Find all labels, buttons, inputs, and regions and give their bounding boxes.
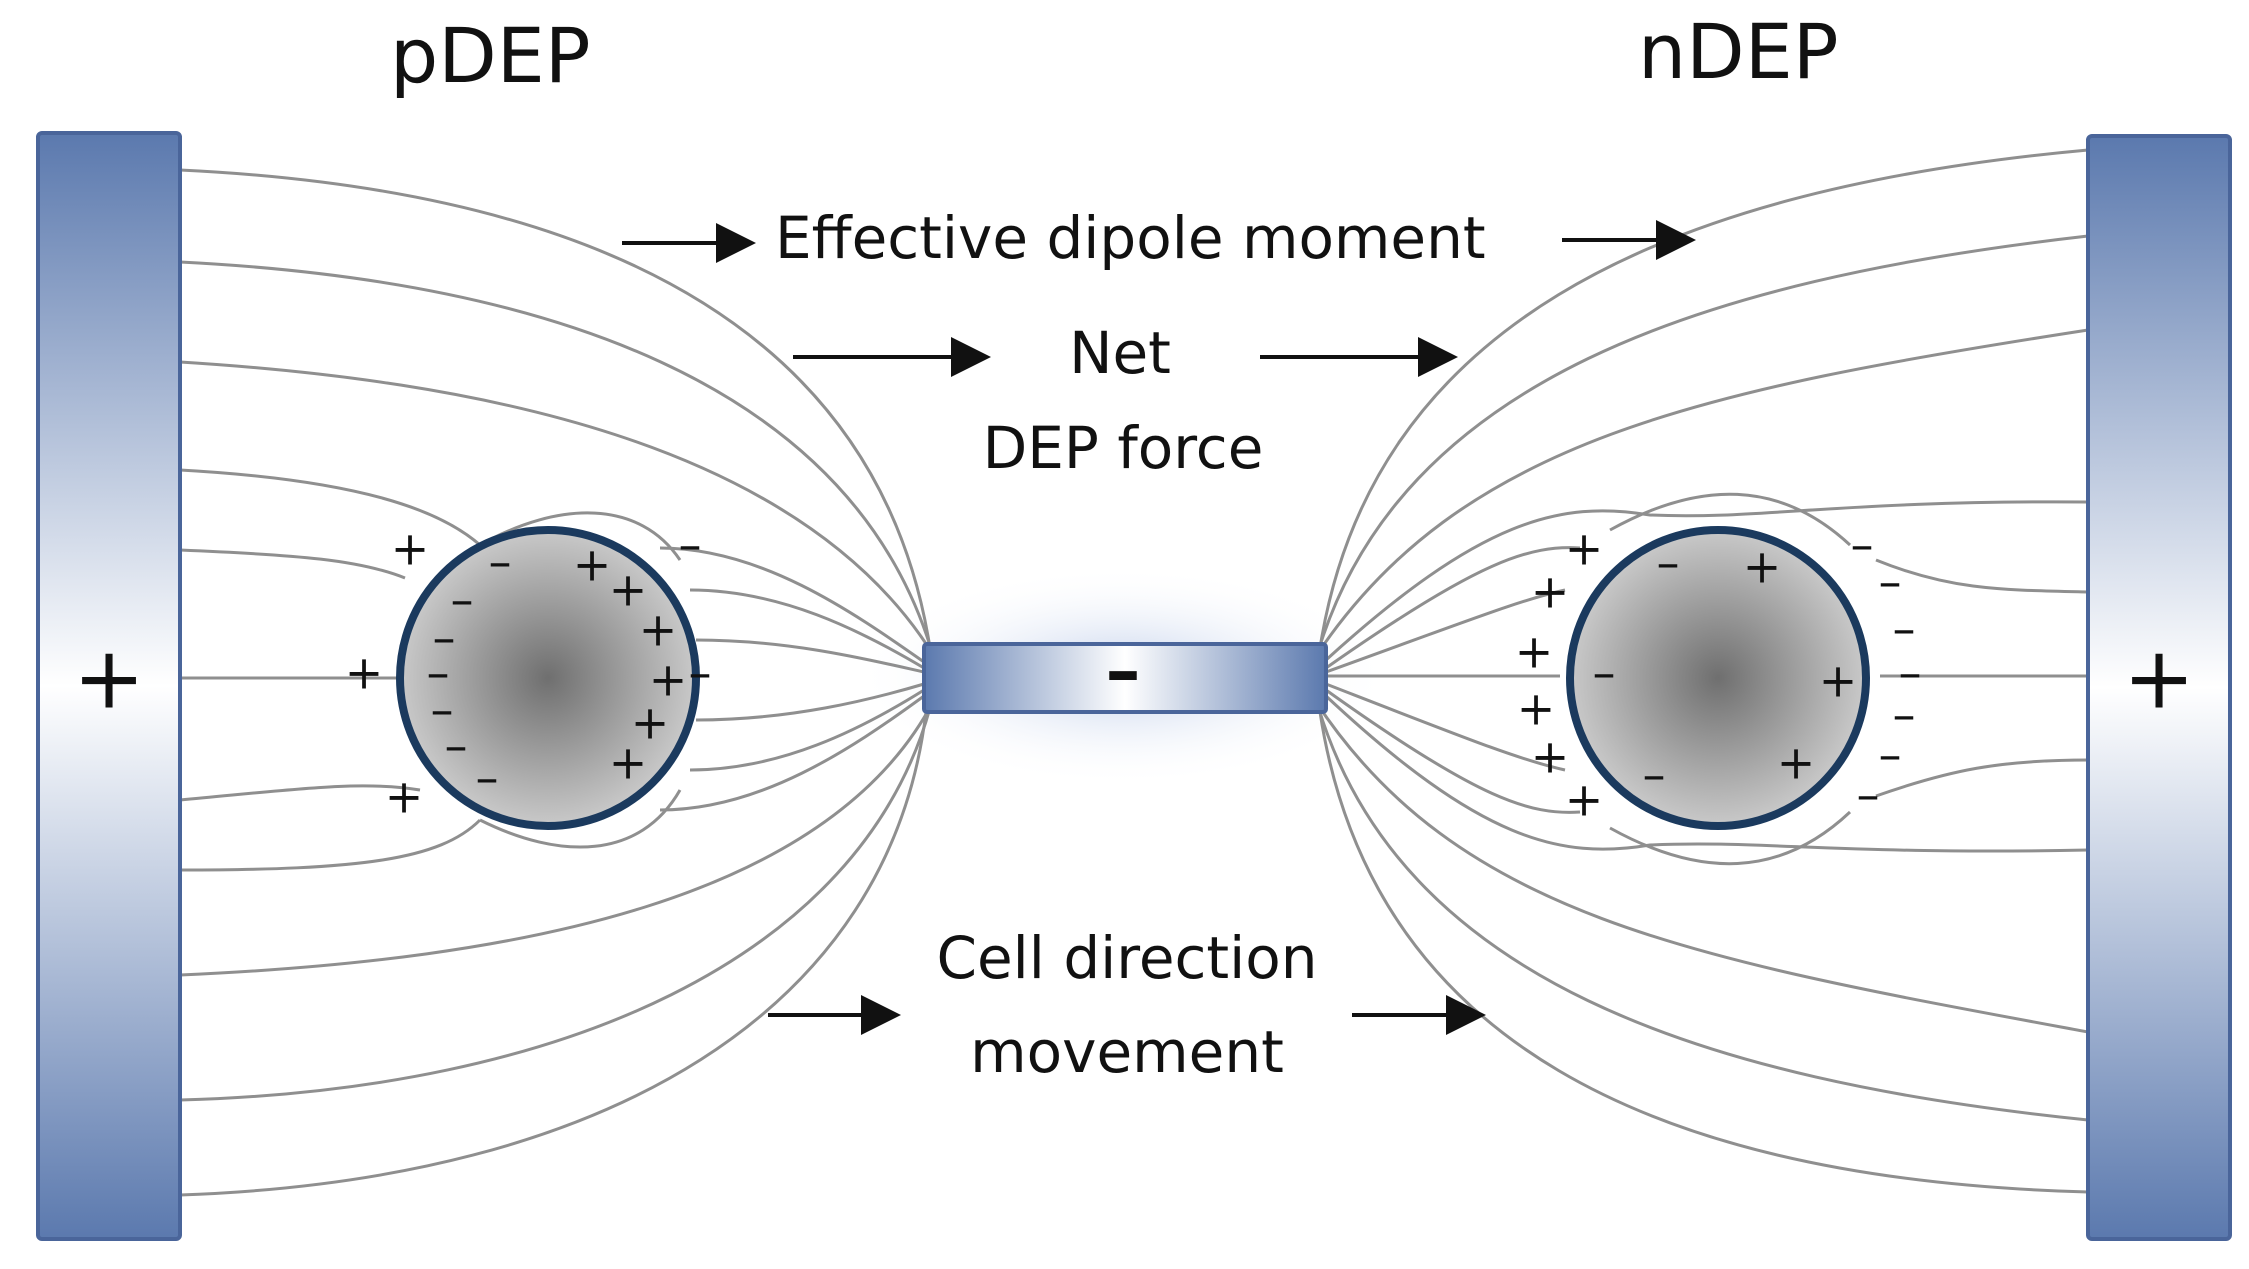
field-line-left-11 bbox=[659, 546, 925, 664]
pdep-inner-charge: + bbox=[639, 603, 678, 657]
field-line-left-5 bbox=[179, 784, 421, 802]
field-line-right-15 bbox=[1875, 758, 2089, 798]
field-line-left-7 bbox=[179, 699, 936, 977]
ndep-outer-charge: + bbox=[1531, 730, 1570, 784]
ndep-outer-charge: – bbox=[1893, 688, 1916, 742]
field-line-left-8 bbox=[179, 707, 932, 1102]
net-label: Net bbox=[1069, 319, 1171, 387]
pdep-inner-charge: + bbox=[631, 696, 670, 750]
left-electrode-sign: + bbox=[73, 628, 145, 728]
right-electrode bbox=[2086, 134, 2232, 1241]
field-line-left-0 bbox=[179, 168, 932, 649]
movement-label: movement bbox=[970, 1018, 1284, 1086]
field-line-left-2 bbox=[179, 360, 936, 657]
pdep-inner-charge: – bbox=[431, 683, 454, 737]
field-line-right-3 bbox=[1324, 500, 2089, 662]
field-line-right-5 bbox=[1325, 588, 1566, 674]
left-electrode bbox=[36, 131, 182, 1241]
field-line-left-17 bbox=[479, 511, 682, 561]
dipole-label: Effective dipole moment bbox=[775, 204, 1486, 272]
ndep-outer-charge: + bbox=[1565, 773, 1604, 827]
ndep-outer-charge: + bbox=[1531, 565, 1570, 619]
ndep-outer-charge: – bbox=[1879, 555, 1902, 609]
pdep-outer-charge: + bbox=[385, 770, 424, 824]
field-line-left-15 bbox=[689, 688, 925, 772]
ndep-inner-charge: + bbox=[1777, 736, 1816, 790]
ndep-outer-charge: – bbox=[1879, 728, 1902, 782]
field-line-right-10 bbox=[1314, 701, 2089, 1034]
charge-signs: +++–––––––––++++++++++++––––––––+–++– bbox=[345, 518, 1922, 827]
center-electrode-sign: – bbox=[1106, 630, 1141, 712]
field-line-left-18 bbox=[479, 789, 682, 849]
field-lines bbox=[179, 148, 2089, 1197]
ndep-inner-charge: – bbox=[1593, 646, 1616, 700]
ndep-inner-charge: + bbox=[1743, 540, 1782, 594]
ndep-title: nDEP bbox=[1638, 7, 1839, 96]
cell-direction-label: Cell direction bbox=[936, 924, 1317, 992]
arrows bbox=[622, 220, 1696, 1035]
pdep-inner-charge: + bbox=[573, 538, 612, 592]
ndep-outer-charge: + bbox=[1515, 625, 1554, 679]
field-line-right-9 bbox=[1324, 694, 2089, 853]
ndep-outer-charge: + bbox=[1517, 682, 1556, 736]
field-line-left-16 bbox=[659, 694, 925, 812]
ndep-inner-charge: – bbox=[1657, 536, 1680, 590]
field-line-right-13 bbox=[1875, 558, 2089, 594]
pdep-inner-charge: – bbox=[427, 646, 450, 700]
ndep-outer-charge: – bbox=[1893, 602, 1916, 656]
field-line-left-13 bbox=[695, 638, 925, 674]
field-line-left-6 bbox=[179, 818, 482, 872]
field-line-right-4 bbox=[1325, 546, 1581, 670]
dep-force-label: DEP force bbox=[983, 414, 1264, 482]
center-electrode bbox=[922, 642, 1328, 714]
ndep-outer-charge: – bbox=[1899, 646, 1922, 700]
ndep-outer-charge: – bbox=[1851, 518, 1874, 572]
pdep-title: pDEP bbox=[390, 11, 591, 100]
field-line-left-1 bbox=[179, 260, 934, 653]
ndep-inner-charge: + bbox=[1819, 654, 1858, 708]
pdep-outer-charge: + bbox=[391, 522, 430, 576]
pdep-outer-charge: – bbox=[689, 646, 712, 700]
field-line-left-14 bbox=[695, 682, 925, 722]
pdep-outer-charge: – bbox=[679, 518, 702, 572]
field-line-left-12 bbox=[689, 588, 925, 670]
ndep-cell bbox=[1566, 526, 1870, 830]
ndep-outer-charge: + bbox=[1565, 522, 1604, 576]
pdep-inner-charge: – bbox=[489, 535, 512, 589]
pdep-inner-charge: – bbox=[445, 719, 468, 773]
field-line-right-11 bbox=[1316, 705, 2089, 1122]
field-line-right-0 bbox=[1318, 148, 2089, 649]
pdep-inner-charge: – bbox=[433, 611, 456, 665]
pdep-inner-charge: – bbox=[451, 573, 474, 627]
field-line-left-3 bbox=[179, 468, 481, 547]
ndep-inner-charge: – bbox=[1643, 748, 1666, 802]
pdep-inner-charge: – bbox=[476, 751, 499, 805]
pdep-inner-charge: + bbox=[649, 653, 688, 707]
field-line-right-8 bbox=[1325, 688, 1581, 814]
field-line-left-9 bbox=[179, 711, 928, 1197]
pdep-inner-charge: + bbox=[609, 736, 648, 790]
field-line-right-7 bbox=[1325, 682, 1566, 772]
field-line-right-1 bbox=[1316, 234, 2089, 653]
pdep-inner-charge: + bbox=[609, 563, 648, 617]
pdep-outer-charge: + bbox=[345, 646, 384, 700]
pdep-cell bbox=[396, 526, 700, 830]
ndep-outer-charge: – bbox=[1857, 768, 1880, 822]
right-electrode-sign: + bbox=[2123, 628, 2195, 728]
field-line-right-16 bbox=[1609, 492, 1852, 547]
field-line-right-12 bbox=[1318, 711, 2089, 1194]
field-line-left-4 bbox=[179, 548, 406, 580]
field-line-right-2 bbox=[1314, 328, 2089, 657]
field-line-right-17 bbox=[1609, 810, 1852, 866]
